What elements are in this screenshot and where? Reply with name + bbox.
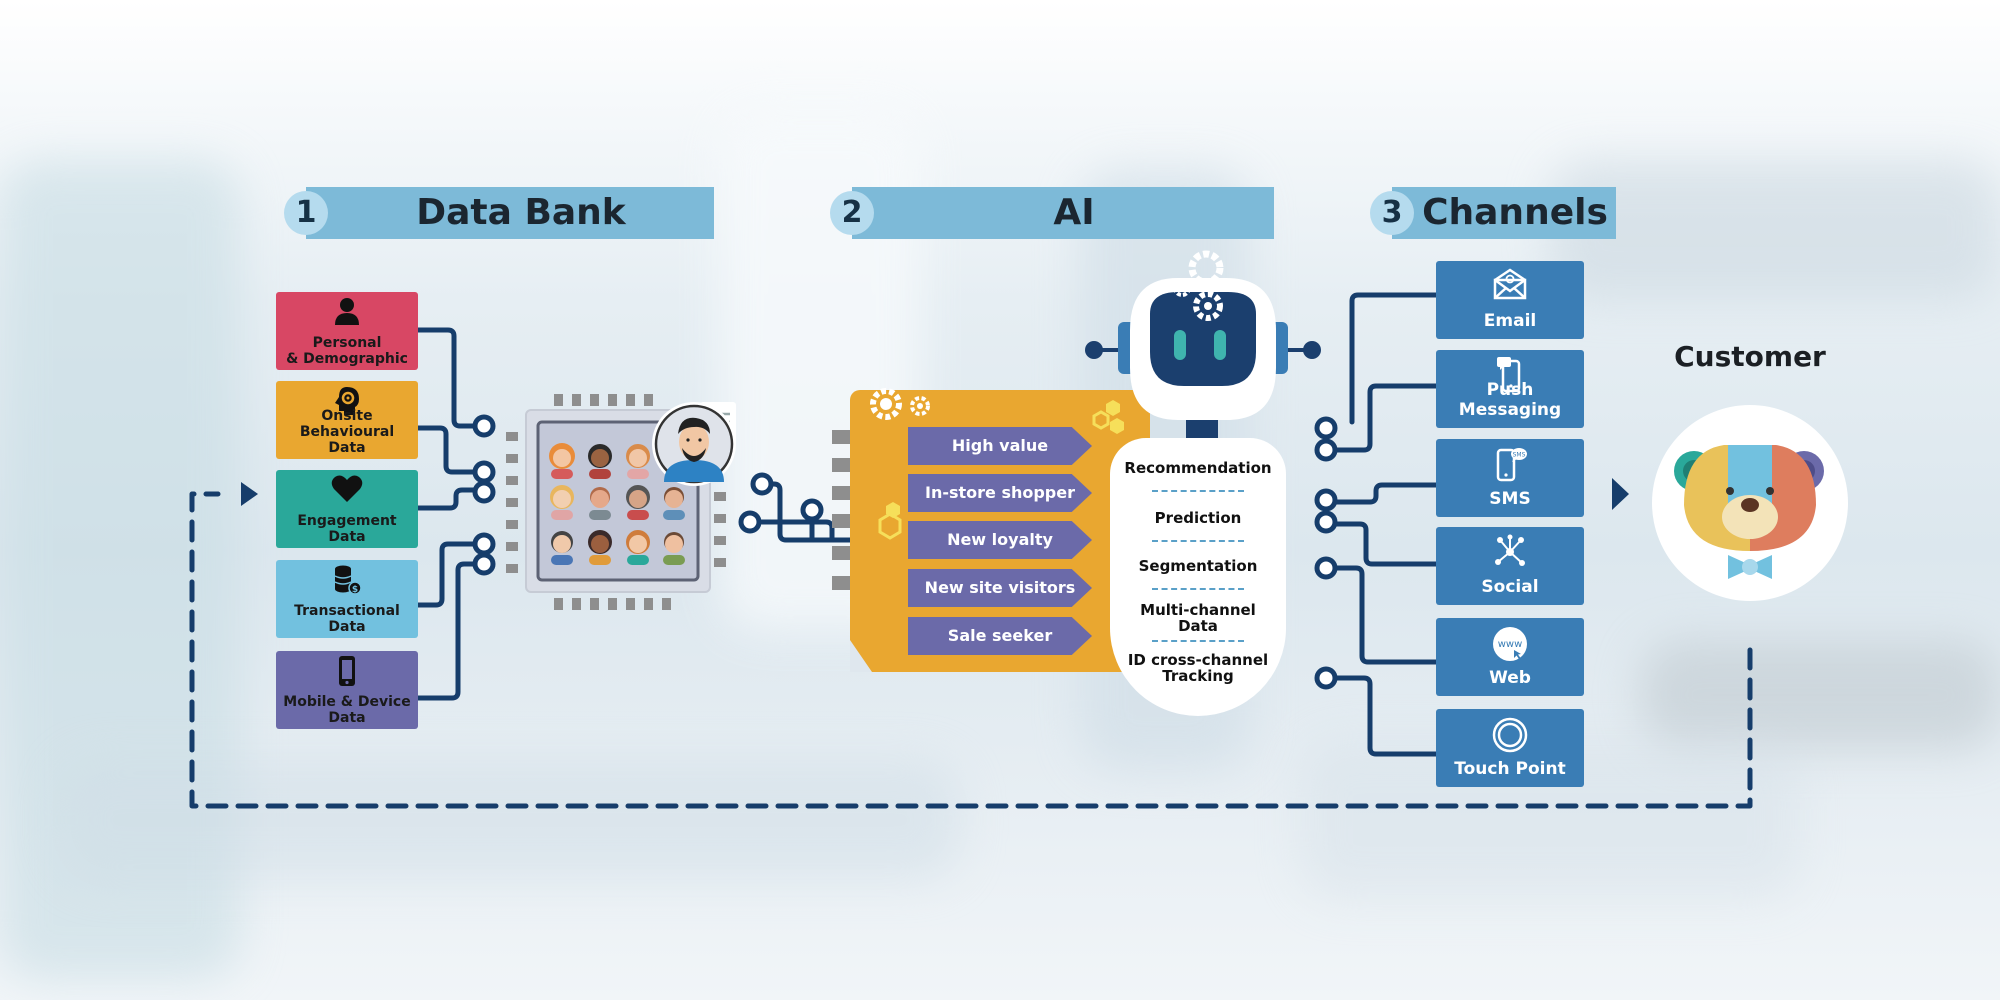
channel-email: Email [1436, 261, 1584, 339]
channel-label: Email [1483, 311, 1537, 331]
capability-label: Recommendation [1124, 459, 1272, 477]
channel-social: Social [1436, 527, 1584, 605]
segment-tag: Sale seeker [908, 617, 1092, 655]
channel-push-messaging: Push Messaging [1436, 350, 1584, 428]
gear-icon [1193, 291, 1223, 321]
touch-point-icon [1436, 716, 1584, 753]
segment-tag: New loyalty member [908, 521, 1092, 559]
channel-web: www Web [1436, 618, 1584, 696]
section-header-channels: 3 Channels [1370, 187, 1616, 239]
social-network-icon [1436, 534, 1584, 570]
section-title: AI [1053, 192, 1095, 233]
section-number: 2 [830, 191, 874, 235]
customer-title: Customer [1674, 340, 1826, 373]
capability-label: Prediction [1154, 509, 1242, 527]
channel-sms: SMS SMS [1436, 439, 1584, 517]
channel-label: Push Messaging [1458, 380, 1562, 420]
svg-text:SMS: SMS [1513, 452, 1526, 459]
ai-capabilities-panel: Recommendation Prediction Segmentation M… [1110, 438, 1286, 716]
section-number: 1 [284, 191, 328, 235]
segment-tag: New site visitors [908, 569, 1092, 607]
section-header-data-bank: 1 Data Bank [284, 187, 714, 239]
svg-text:www: www [1498, 639, 1523, 650]
channel-label: Web [1489, 668, 1531, 688]
data-processor-chip [504, 392, 736, 612]
feedback-loop-line [189, 491, 1753, 809]
gear-icon [910, 396, 930, 416]
customer-avatar [1652, 405, 1848, 601]
gear-icon [1173, 279, 1191, 297]
capability-label: Segmentation [1138, 557, 1258, 575]
teddy-bear-icon [1674, 445, 1824, 579]
channel-label: Touch Point [1454, 759, 1566, 779]
arrow-right-icon [1612, 478, 1629, 510]
svg-text:$: $ [352, 585, 358, 595]
data-card-label: Personal& Demographic [286, 335, 408, 367]
gear-icon [1188, 250, 1224, 286]
email-icon [1436, 268, 1584, 304]
segment-tag: In-store shopper [908, 474, 1092, 512]
section-title: Data Bank [416, 192, 626, 233]
divider [1152, 540, 1244, 542]
divider [1152, 588, 1244, 590]
sms-icon: SMS [1436, 446, 1584, 482]
section-number: 3 [1370, 191, 1414, 235]
person-icon [276, 296, 418, 326]
divider [1152, 490, 1244, 492]
channel-label: SMS [1489, 489, 1531, 509]
arrow-right-icon [241, 482, 258, 506]
data-card-personal-demographic: Personal& Demographic [276, 292, 418, 370]
gear-icon [870, 388, 902, 420]
push-phone-icon [1436, 357, 1584, 393]
section-title: Channels [1422, 192, 1608, 233]
web-globe-icon: www [1436, 625, 1584, 661]
coins-icon: $ [276, 564, 418, 595]
channel-label: Social [1481, 577, 1539, 597]
brain-gear-icon [276, 385, 418, 415]
segment-tag: High value [908, 427, 1092, 465]
mobile-phone-icon [276, 655, 418, 686]
channel-touch-point: Touch Point [1436, 709, 1584, 787]
section-header-ai: 2 AI [830, 187, 1274, 239]
divider [1152, 640, 1244, 642]
heart-icon [276, 474, 418, 504]
